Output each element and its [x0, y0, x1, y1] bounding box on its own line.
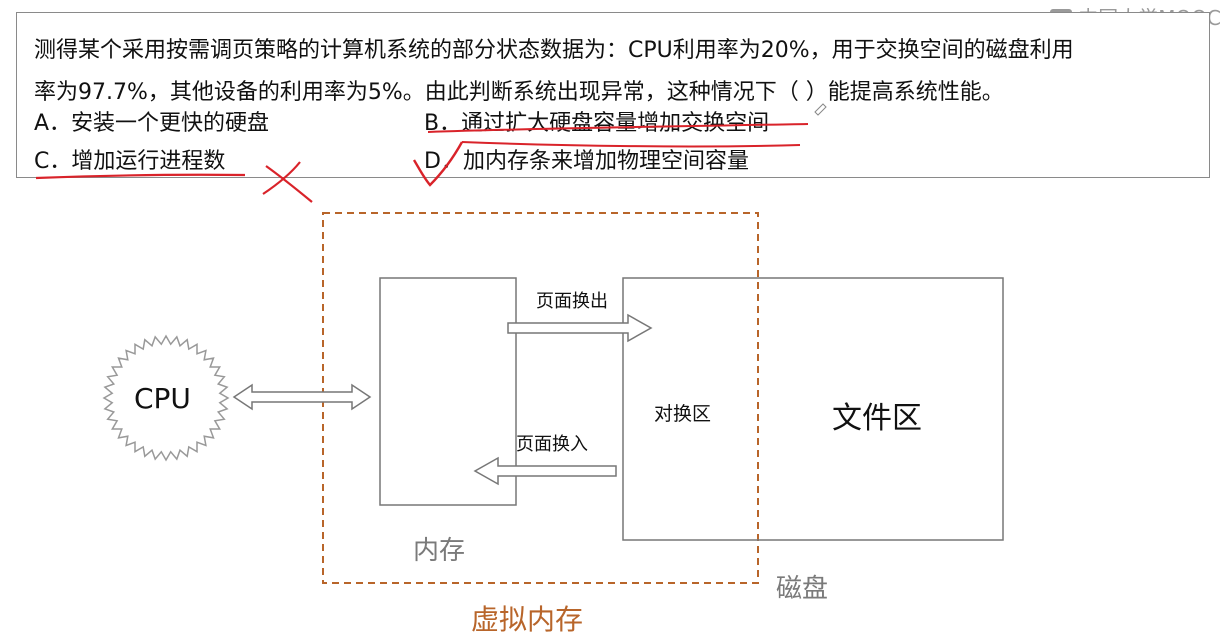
question-box	[16, 12, 1210, 178]
disk-label: 磁盘	[776, 574, 829, 604]
memory-label: 内存	[413, 536, 466, 566]
option-d: D．加内存条来增加物理空间容量	[424, 149, 749, 174]
option-b: B．通过扩大硬盘容量增加交换空间	[424, 111, 770, 136]
cpu-starburst	[102, 334, 230, 462]
underline-option-b	[427, 123, 809, 133]
virtual-memory-label: 虚拟内存	[471, 603, 584, 636]
option-c: C．增加运行进程数	[34, 149, 226, 174]
cpu-label: CPU	[134, 382, 191, 415]
memory-box	[379, 277, 517, 506]
check-mark-icon	[412, 141, 801, 187]
swap-out-arrow	[507, 313, 653, 343]
swap-in-arrow	[473, 456, 617, 486]
cpu-memory-double-arrow	[232, 383, 372, 411]
pen-cursor-icon	[814, 103, 827, 116]
question-line-2: 率为97.7%，其他设备的利用率为5%。由此判断系统出现异常，这种情况下（ ）能…	[34, 80, 1004, 105]
option-a: A．安装一个更快的硬盘	[34, 111, 270, 136]
swap-area-label: 对换区	[654, 403, 712, 425]
question-text: 测得某个采用按需调页策略的计算机系统的部分状态数据为：CPU利用率为20%，用于…	[34, 30, 1204, 114]
underline-option-c	[35, 173, 246, 180]
question-line-1: 测得某个采用按需调页策略的计算机系统的部分状态数据为：CPU利用率为20%，用于…	[34, 38, 1074, 63]
virtual-memory-box	[322, 212, 759, 584]
swap-in-label: 页面换入	[516, 434, 588, 455]
file-area-label: 文件区	[832, 401, 922, 436]
disk-box	[622, 277, 1004, 541]
swap-out-label: 页面换出	[536, 291, 608, 312]
cross-mark-icon	[262, 161, 313, 203]
